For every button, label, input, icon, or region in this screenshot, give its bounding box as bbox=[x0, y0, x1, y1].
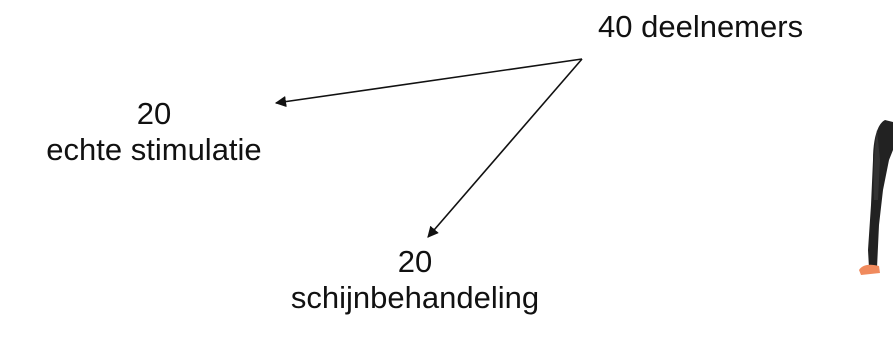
total-participants-text: 40 deelnemers bbox=[598, 9, 804, 44]
person-body bbox=[868, 120, 893, 268]
group-real-stimulation-label: echte stimulatie bbox=[46, 132, 262, 167]
group-sham-treatment: 20 schijnbehandeling bbox=[240, 244, 590, 316]
person-arm bbox=[873, 130, 880, 200]
group-sham-treatment-count: 20 bbox=[397, 244, 433, 279]
arrow-to-sham-treatment bbox=[427, 58, 583, 238]
person-shoe bbox=[859, 264, 880, 275]
total-participants-label: 40 deelnemers bbox=[598, 9, 803, 45]
group-real-stimulation: 20 echte stimulatie bbox=[0, 96, 308, 168]
person-illustration bbox=[859, 120, 893, 275]
arrow-to-real-stimulation bbox=[274, 58, 583, 108]
group-real-stimulation-count: 20 bbox=[136, 96, 172, 131]
group-sham-treatment-label: schijnbehandeling bbox=[290, 280, 540, 315]
